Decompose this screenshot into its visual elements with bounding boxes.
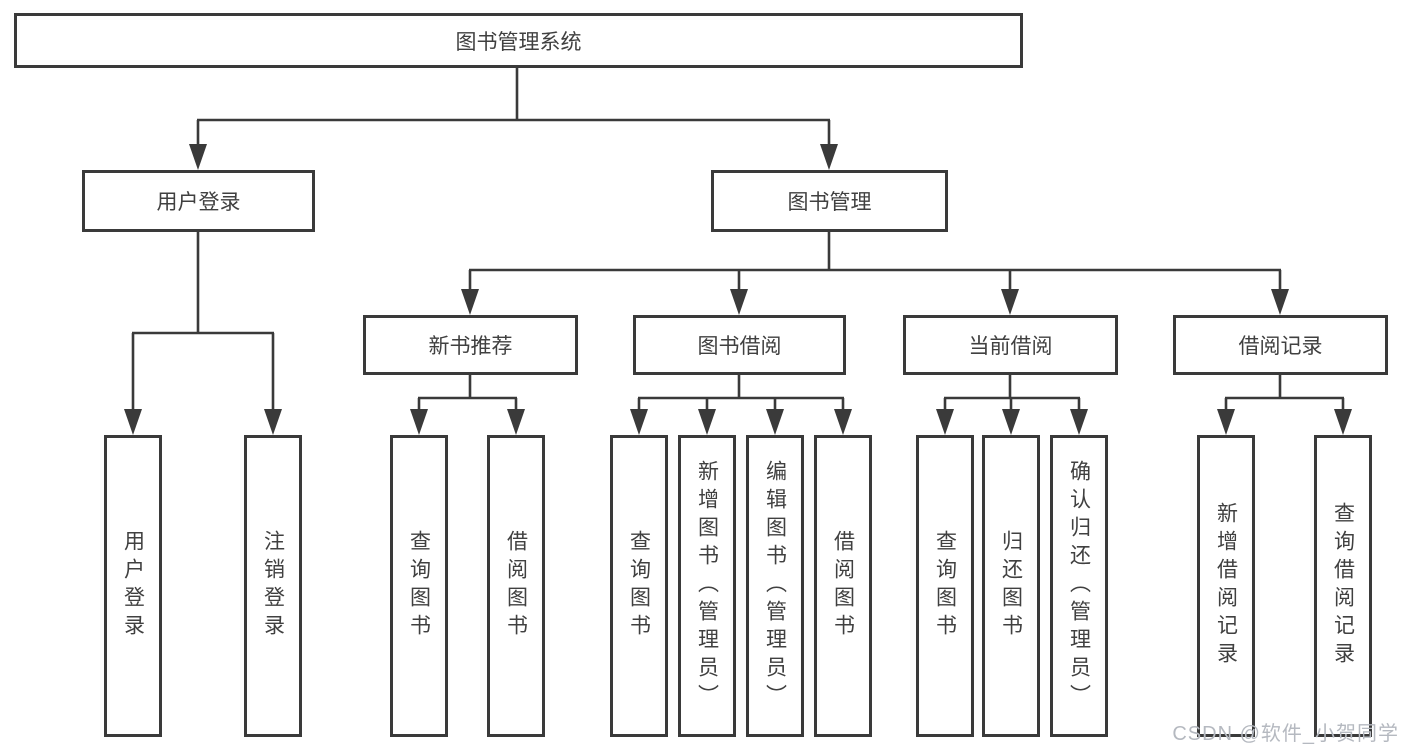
leaf-add-borrow-record: 新增借阅记录 xyxy=(1197,435,1255,737)
leaf-query-books-2: 查询图书 xyxy=(610,435,668,737)
node-book-borrow: 图书借阅 xyxy=(633,315,846,375)
leaf-add-books-admin: 新增图书（管理员） xyxy=(678,435,736,737)
node-borrow-records: 借阅记录 xyxy=(1173,315,1388,375)
leaf-borrow-books: 借阅图书 xyxy=(487,435,545,737)
node-library-management-system: 图书管理系统 xyxy=(14,13,1023,68)
leaf-query-books-3: 查询图书 xyxy=(916,435,974,737)
leaf-query-books: 查询图书 xyxy=(390,435,448,737)
leaf-logout: 注销登录 xyxy=(244,435,302,737)
csdn-watermark: CSDN @软件_小贺同学 xyxy=(1172,723,1399,745)
node-book-management: 图书管理 xyxy=(711,170,948,232)
node-new-book-recommend: 新书推荐 xyxy=(363,315,578,375)
leaf-borrow-books-2: 借阅图书 xyxy=(814,435,872,737)
leaf-confirm-return-admin: 确认归还（管理员） xyxy=(1050,435,1108,737)
leaf-query-borrow-record: 查询借阅记录 xyxy=(1314,435,1372,737)
node-current-borrow: 当前借阅 xyxy=(903,315,1118,375)
leaf-return-books: 归还图书 xyxy=(982,435,1040,737)
leaf-edit-books-admin: 编辑图书（管理员） xyxy=(746,435,804,737)
node-user-login: 用户登录 xyxy=(82,170,315,232)
leaf-user-login: 用户登录 xyxy=(104,435,162,737)
